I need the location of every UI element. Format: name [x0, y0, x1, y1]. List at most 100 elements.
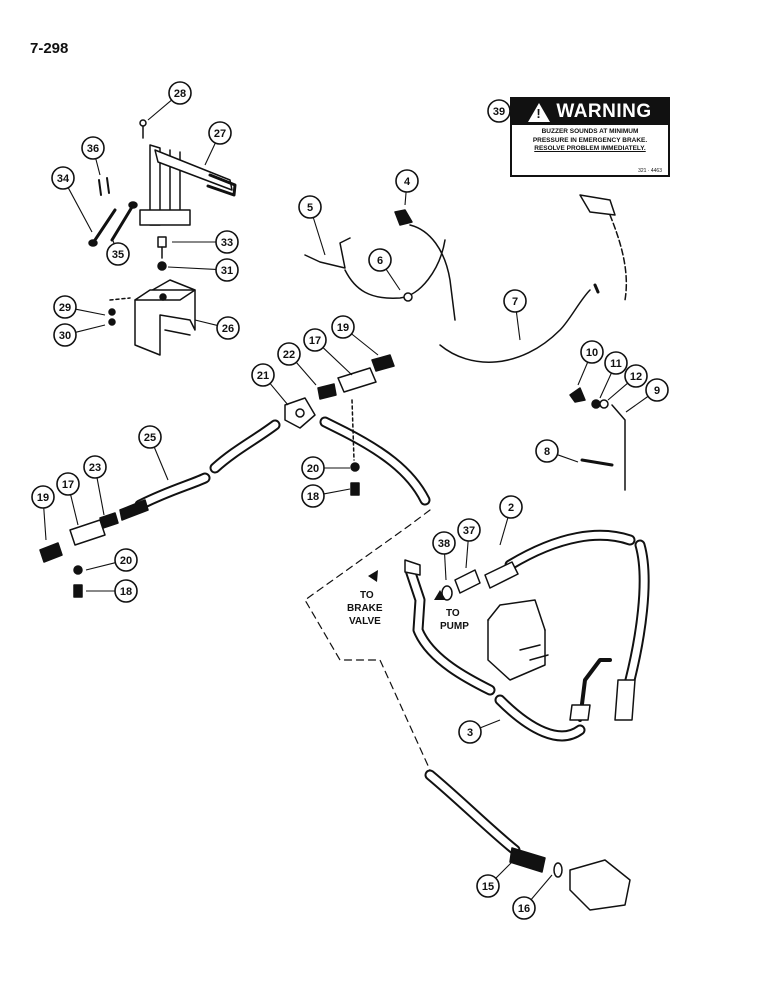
- callout-leader: [499, 517, 509, 546]
- callout-leader: [351, 333, 379, 356]
- callout-leader: [167, 266, 217, 270]
- callout-circle: [457, 518, 481, 542]
- hose-3: [404, 559, 612, 742]
- callout-leader: [625, 395, 649, 413]
- callout-circle: [645, 378, 669, 402]
- callout-leader: [465, 540, 469, 569]
- callout-21: 21: [251, 363, 289, 406]
- bolt-and-nut: [157, 236, 167, 271]
- callout-circle: [604, 351, 628, 375]
- callout-circle: [114, 548, 138, 572]
- callout-16: 16: [512, 874, 553, 920]
- callout-17: 17: [56, 472, 80, 526]
- callout-number: 33: [221, 237, 233, 249]
- callout-leader: [515, 311, 521, 341]
- callout-31: 31: [167, 258, 239, 282]
- callout-leader: [557, 454, 579, 463]
- callout-34: 34: [51, 166, 93, 233]
- callout-26: 26: [194, 316, 240, 340]
- callout-6: 6: [368, 248, 401, 291]
- callout-4: 4: [395, 169, 419, 206]
- callout-circle: [216, 316, 240, 340]
- callout-circle: [251, 363, 275, 387]
- flow-labels: TO BRAKE VALVE TO PUMP: [347, 590, 469, 632]
- callout-leader: [480, 719, 501, 729]
- callout-leader: [75, 308, 106, 316]
- pins-and-washers: [88, 177, 138, 247]
- callout-circle: [81, 136, 105, 160]
- callout-27: 27: [204, 121, 232, 166]
- callout-circle: [580, 340, 604, 364]
- callout-17: 17: [303, 328, 353, 376]
- warning-code: 321 · 4463: [638, 168, 662, 174]
- callout-number: 10: [586, 347, 598, 359]
- callout-2: 2: [499, 495, 523, 546]
- callout-12: 12: [607, 364, 648, 401]
- callout-number: 8: [544, 446, 550, 458]
- direction-arrows: [368, 570, 446, 600]
- to-pump-label-2: PUMP: [440, 621, 469, 632]
- callout-leader: [111, 237, 115, 244]
- callout-leader: [95, 158, 101, 176]
- callout-number: 35: [112, 249, 124, 261]
- callout-leader: [67, 187, 93, 233]
- callout-30: 30: [53, 323, 106, 347]
- callout-number: 3: [467, 727, 473, 739]
- callout-leader: [75, 324, 106, 333]
- warning-decal: ! WARNING BUZZER SOUNDS AT MINIMUM PRESS…: [510, 97, 670, 177]
- callout-number: 38: [438, 538, 450, 550]
- callout-5: 5: [298, 195, 326, 256]
- callout-number: 11: [610, 358, 622, 370]
- callout-number: 39: [493, 106, 505, 118]
- callout-circle: [624, 364, 648, 388]
- callout-29: 29: [53, 295, 106, 319]
- hose-25: [119, 419, 281, 521]
- callout-number: 19: [337, 322, 349, 334]
- to-brake-valve-label-1: TO: [360, 590, 374, 601]
- callout-number: 12: [630, 371, 642, 383]
- callout-circle: [499, 495, 523, 519]
- callout-22: 22: [277, 342, 317, 386]
- callout-leader: [153, 446, 169, 481]
- callout-circle: [138, 425, 162, 449]
- callout-leader: [43, 507, 47, 541]
- brake-lever-assembly: [139, 119, 237, 226]
- callout-15: 15: [476, 859, 515, 898]
- hose-2: [484, 529, 650, 721]
- callout-circle: [106, 242, 130, 266]
- to-brake-valve-label-2: BRAKE: [347, 603, 383, 614]
- callout-leader: [96, 477, 105, 516]
- callout-37: 37: [457, 518, 481, 569]
- callout-circle: [298, 195, 322, 219]
- callout-10: 10: [577, 340, 604, 386]
- callout-circle: [458, 720, 482, 744]
- callout-circle: [512, 896, 536, 920]
- callout-number: 18: [120, 586, 132, 598]
- callout-number: 22: [283, 349, 295, 361]
- callout-number: 37: [463, 525, 475, 537]
- callout-19: 19: [31, 485, 55, 541]
- callout-25: 25: [138, 425, 169, 481]
- pressure-switch-upper: [317, 354, 395, 400]
- callout-circle: [503, 289, 527, 313]
- callout-leader: [194, 319, 218, 326]
- callout-18: 18: [86, 579, 138, 603]
- callout-number: 27: [214, 128, 226, 140]
- callout-23: 23: [83, 455, 107, 516]
- callout-11: 11: [599, 351, 628, 399]
- callout-circle: [208, 121, 232, 145]
- tee-fitting: [284, 397, 316, 429]
- callout-7: 7: [503, 289, 527, 341]
- callout-number: 6: [377, 255, 383, 267]
- callout-circle: [31, 485, 55, 509]
- callout-19: 19: [331, 315, 379, 356]
- callout-number: 29: [59, 302, 71, 314]
- callout-leader: [444, 553, 447, 581]
- callout-circle: [535, 439, 559, 463]
- callout-number: 21: [257, 370, 269, 382]
- callout-number: 15: [482, 881, 494, 893]
- callout-group: 2827363435333129302639456710111298191722…: [31, 81, 669, 920]
- callout-number: 16: [518, 903, 530, 915]
- to-pump-label-1: TO: [446, 608, 460, 619]
